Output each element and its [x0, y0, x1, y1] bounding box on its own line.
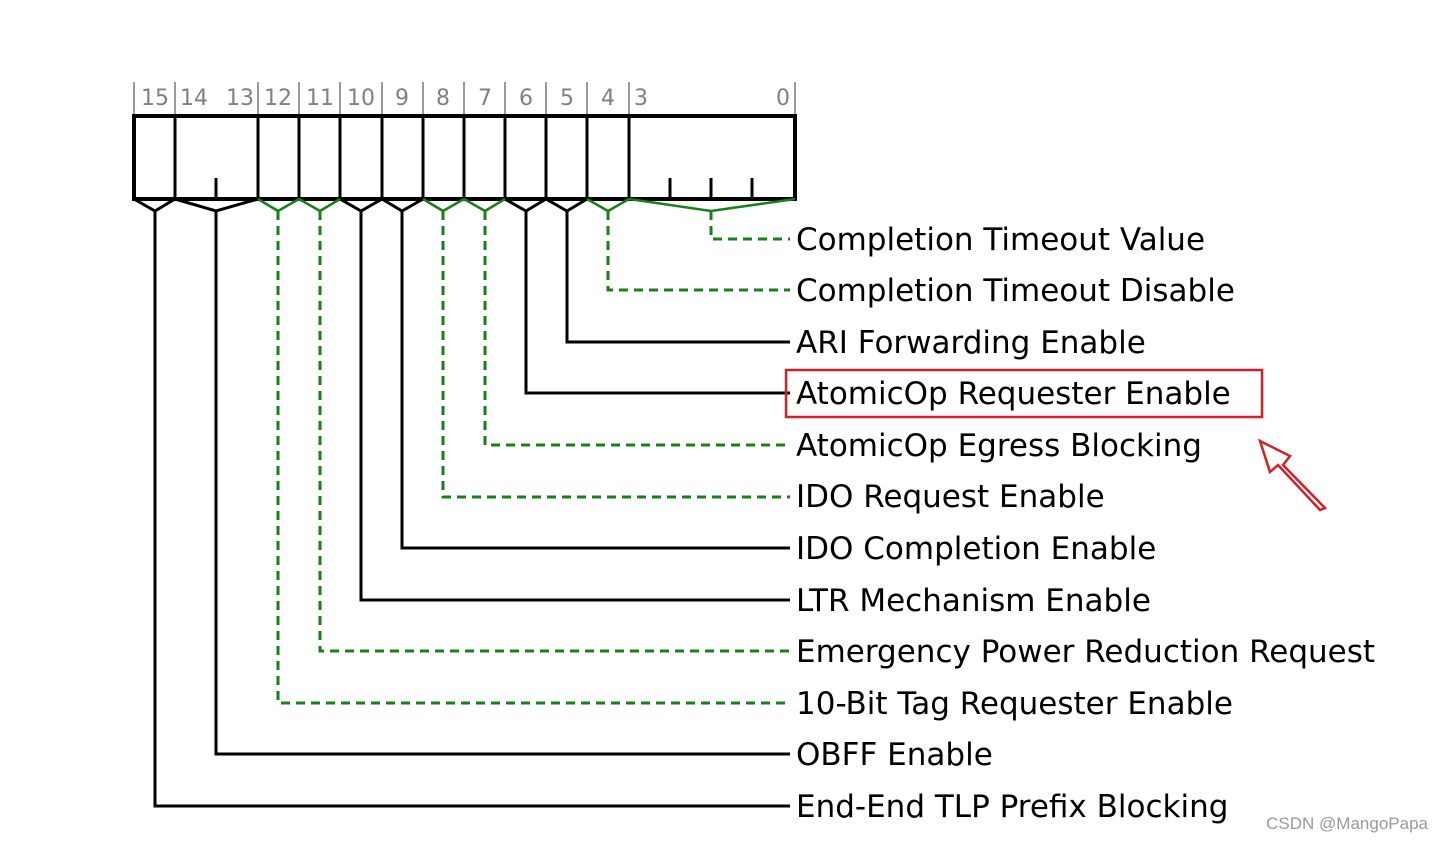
leader-ltr-mechanism: [359, 211, 790, 602]
bit-number: 3: [634, 86, 648, 111]
field-label: End-End TLP Prefix Blocking: [796, 789, 1228, 825]
bit-number: 15: [141, 86, 169, 111]
dashed-leaders: [276, 211, 790, 705]
leader-completion-timeout-disable: [606, 211, 790, 292]
bit-numbers: 15 14 13 12 11 10 9 8 7 6 5 4 3 0: [141, 86, 790, 111]
field-label: OBFF Enable: [796, 737, 993, 773]
leader-emergency-power: [318, 211, 790, 653]
field-label: IDO Request Enable: [796, 479, 1105, 515]
bit-number-ruler: [133, 82, 796, 114]
bit-number: 8: [436, 86, 450, 111]
bit-number: 10: [347, 86, 375, 111]
bit-dividers: [173, 116, 631, 199]
field-label: AtomicOp Requester Enable: [796, 376, 1231, 412]
bit-number: 13: [226, 86, 254, 111]
leader-ido-request: [441, 211, 790, 499]
watermark: CSDN @MangoPapa: [1266, 814, 1428, 833]
leader-obff: [214, 211, 790, 756]
bit-number: 7: [478, 86, 492, 111]
field-label: 10-Bit Tag Requester Enable: [796, 686, 1233, 722]
leader-completion-timeout-value: [709, 211, 790, 241]
bit-number: 9: [395, 86, 409, 111]
bit-number: 0: [776, 86, 790, 111]
leader-atomicop-egress: [483, 211, 790, 447]
field-label: AtomicOp Egress Blocking: [796, 428, 1202, 464]
field-label: ARI Forwarding Enable: [796, 325, 1146, 361]
field-label: Emergency Power Reduction Request: [796, 634, 1375, 670]
leader-end-end-tlp: [153, 211, 790, 808]
leader-ido-completion: [400, 211, 790, 550]
bit-number: 14: [180, 86, 208, 111]
field-label: IDO Completion Enable: [796, 531, 1156, 567]
bit-number: 6: [519, 86, 533, 111]
bit-number: 4: [601, 86, 615, 111]
leader-ari-forwarding: [565, 211, 790, 344]
leader-10bit-tag: [276, 211, 790, 705]
field-label: LTR Mechanism Enable: [796, 583, 1151, 619]
field-label: Completion Timeout Disable: [796, 273, 1235, 309]
bit-number: 5: [560, 86, 574, 111]
annotation-arrow-icon: [1257, 438, 1328, 512]
bit-ticks: [214, 178, 754, 199]
field-label: Completion Timeout Value: [796, 222, 1205, 258]
leader-atomicop-requester: [524, 211, 790, 395]
bit-number: 11: [306, 86, 334, 111]
highlight-box: [784, 368, 1264, 419]
bit-number: 12: [264, 86, 292, 111]
solid-leaders: [153, 211, 790, 808]
field-labels: Completion Timeout Value Completion Time…: [796, 222, 1375, 825]
